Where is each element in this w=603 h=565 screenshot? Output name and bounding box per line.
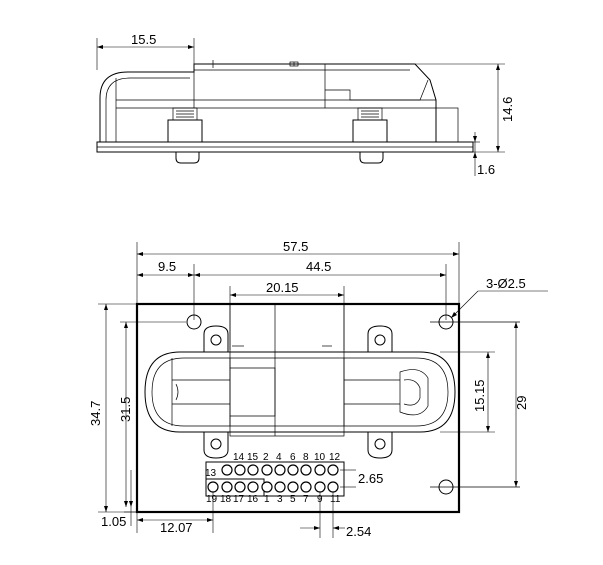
pin-label: 19 bbox=[206, 494, 218, 505]
pin-label: 4 bbox=[276, 452, 282, 463]
tab-top-right bbox=[367, 325, 393, 352]
tab-top-left bbox=[203, 325, 229, 352]
dim-offset-left: 9.5 bbox=[158, 259, 176, 274]
dim-side-height: 14.6 bbox=[500, 97, 515, 122]
pin-label: 13 bbox=[205, 468, 217, 479]
tab-bottom-right bbox=[367, 432, 393, 459]
pcb-outline bbox=[135, 302, 461, 514]
pin-label: 2 bbox=[263, 452, 269, 463]
pin-header: 14 15 2 4 6 8 10 12 13 19 18 17 16 1 3 5… bbox=[205, 452, 345, 505]
dim-connector-offset: 12.07 bbox=[160, 520, 193, 535]
dim-holes-label: 3-Ø2.5 bbox=[486, 276, 526, 291]
sensor-body bbox=[144, 351, 456, 433]
top-view: 57.5 9.5 44.5 20.15 3-Ø2.5 bbox=[88, 239, 548, 539]
side-view: 15.5 bbox=[96, 32, 515, 177]
dim-side-base: 1.6 bbox=[477, 162, 495, 177]
dim-side-left: 15.5 bbox=[131, 32, 156, 47]
pin-label: 12 bbox=[329, 452, 341, 463]
dim-center-width: 20.15 bbox=[266, 280, 299, 295]
pin-label: 10 bbox=[314, 452, 326, 463]
pin-label: 6 bbox=[290, 452, 296, 463]
pin-label: 15 bbox=[247, 452, 259, 463]
pin-label: 1 bbox=[264, 494, 270, 505]
dim-sensor-height: 15.15 bbox=[472, 379, 487, 412]
dim-inner-height: 31.5 bbox=[118, 397, 133, 422]
dim-pin-pitch-h: 2.54 bbox=[346, 524, 371, 539]
dim-pin-pitch-v: 2.65 bbox=[358, 471, 383, 486]
dim-total-width: 57.5 bbox=[283, 239, 308, 254]
dim-hole-span: 44.5 bbox=[306, 259, 331, 274]
tab-bottom-left bbox=[203, 432, 229, 459]
pin-label: 18 bbox=[220, 494, 232, 505]
pin-label: 11 bbox=[330, 494, 341, 505]
pin-label: 7 bbox=[303, 494, 309, 505]
dim-board-height: 34.7 bbox=[88, 401, 103, 426]
pin-label: 5 bbox=[290, 494, 296, 505]
mount-hole-top-left bbox=[186, 314, 202, 330]
pin-label: 17 bbox=[233, 494, 245, 505]
dim-hole-vertical: 29 bbox=[514, 396, 529, 410]
pin-label: 16 bbox=[247, 494, 259, 505]
pin-label: 3 bbox=[277, 494, 283, 505]
dim-bottom-offset: 1.05 bbox=[101, 514, 126, 529]
pin-label: 14 bbox=[233, 452, 245, 463]
pin-label: 8 bbox=[303, 452, 309, 463]
